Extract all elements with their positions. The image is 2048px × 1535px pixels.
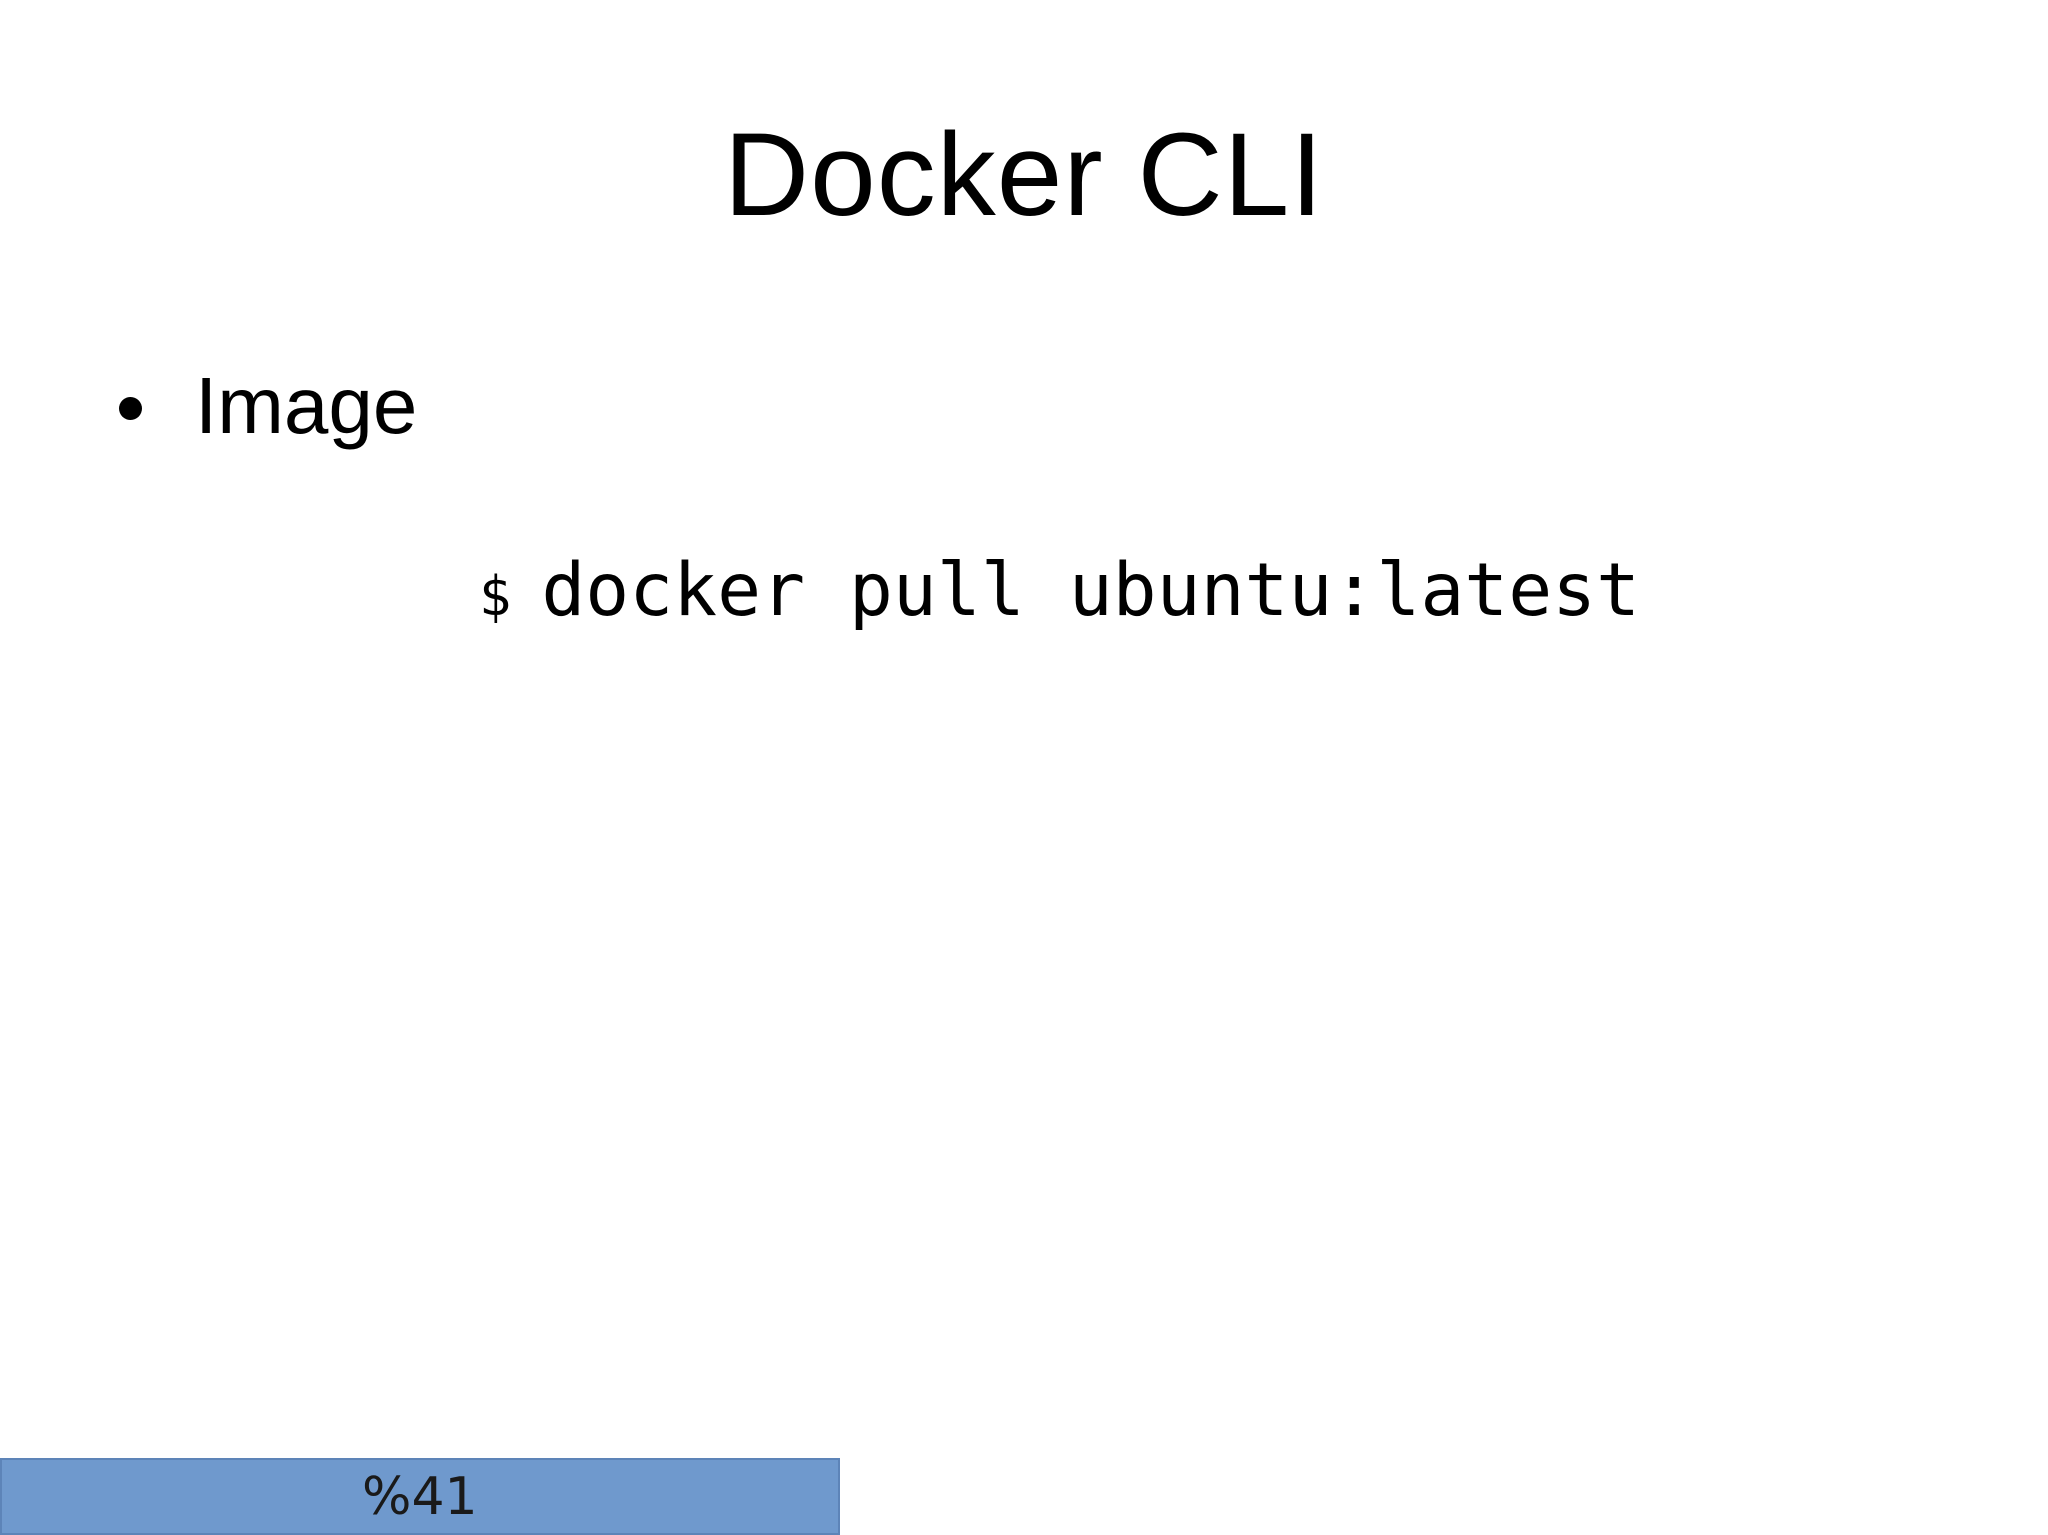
shell-prompt: $ bbox=[478, 565, 512, 628]
progress-bar: %41 bbox=[0, 1458, 840, 1535]
shell-command: docker pull ubuntu:latest bbox=[541, 548, 1641, 633]
code-line: $ docker pull ubuntu:latest bbox=[303, 481, 1640, 700]
bullet-label: Image bbox=[195, 361, 418, 450]
bullet-icon bbox=[119, 397, 142, 420]
progress-label: %41 bbox=[362, 1466, 478, 1527]
slide-title: Docker CLI bbox=[723, 109, 1325, 241]
bullet-item: Image bbox=[119, 356, 417, 456]
